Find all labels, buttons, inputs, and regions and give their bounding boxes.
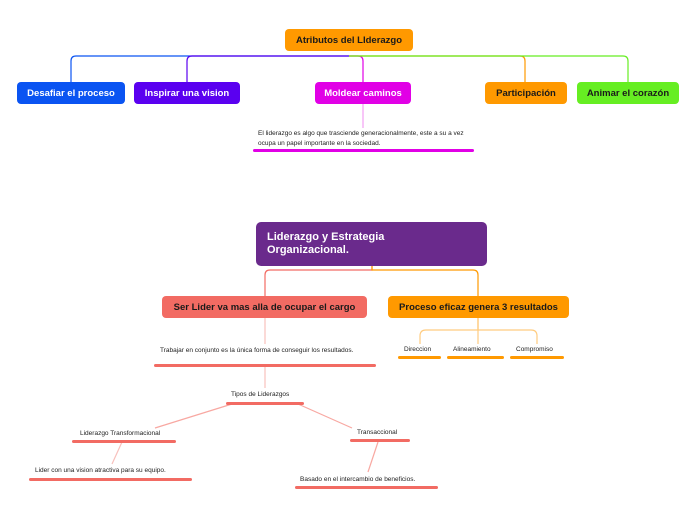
note-transaccional-underline xyxy=(295,486,438,489)
link-tipos-transaccional xyxy=(297,403,353,429)
link-tipos-transformacional xyxy=(154,403,233,429)
note-transaccional[interactable]: Basado en el intercambio de beneficios. xyxy=(300,476,416,483)
note-ser-lider[interactable]: Trabajar en conjunto es la única forma d… xyxy=(160,347,354,354)
node-desafiar-el-proceso[interactable]: Desafiar el proceso xyxy=(17,82,125,104)
note-moldear-underline xyxy=(253,149,474,152)
node-liderazgo-transformacional[interactable]: Liderazgo Transformacional xyxy=(80,430,161,437)
note-moldear[interactable]: El liderazgo es algo que trasciende gene… xyxy=(258,130,464,147)
node-inspirar-una-vision[interactable]: Inspirar una vision xyxy=(134,82,240,104)
link-direccion xyxy=(419,318,479,344)
root-liderazgo-estrategia[interactable]: Liderazgo y Estrategia Organizacional. xyxy=(256,222,487,266)
link-inspirar xyxy=(186,55,349,82)
compromiso-underline xyxy=(510,356,564,359)
node-direccion[interactable]: Direccion xyxy=(404,346,432,353)
node-tipos-de-liderazgos[interactable]: Tipos de Liderazgos xyxy=(231,391,290,398)
link-desafiar xyxy=(70,55,349,82)
transformacional-underline xyxy=(72,440,176,443)
note-transformacional[interactable]: Lider con una vision atractiva para su e… xyxy=(35,467,166,474)
link-participacion xyxy=(349,55,526,82)
link-transaccional-note xyxy=(367,441,379,473)
direccion-underline xyxy=(398,356,441,359)
link-proceso xyxy=(371,266,479,296)
link-transformacional-note xyxy=(111,441,123,465)
node-proceso-eficaz[interactable]: Proceso eficaz genera 3 resultados xyxy=(388,296,569,318)
tipos-underline xyxy=(226,402,304,405)
link-ser-lider xyxy=(264,266,373,296)
node-moldear-caminos[interactable]: Moldear caminos xyxy=(315,82,411,104)
node-animar-el-corazon[interactable]: Animar el corazón xyxy=(577,82,679,104)
note-transformacional-underline xyxy=(29,478,192,481)
alineamiento-underline xyxy=(447,356,504,359)
link-moldear xyxy=(349,55,364,82)
note-ser-lider-underline xyxy=(154,364,376,367)
root-atributos[interactable]: Atributos del LIderazgo xyxy=(285,29,413,51)
link-animar xyxy=(349,55,629,82)
node-compromiso[interactable]: Compromiso xyxy=(516,346,553,353)
link-compromiso xyxy=(477,318,538,344)
node-participacion[interactable]: Participación xyxy=(485,82,567,104)
node-alineamiento[interactable]: Alineamiento xyxy=(453,346,491,353)
transaccional-underline xyxy=(350,439,410,442)
node-ser-lider[interactable]: Ser Lider va mas alla de ocupar el cargo xyxy=(162,296,367,318)
node-transaccional[interactable]: Transaccional xyxy=(357,429,398,436)
root-liderazgo-label: Liderazgo y Estrategia Organizacional. xyxy=(267,231,385,256)
